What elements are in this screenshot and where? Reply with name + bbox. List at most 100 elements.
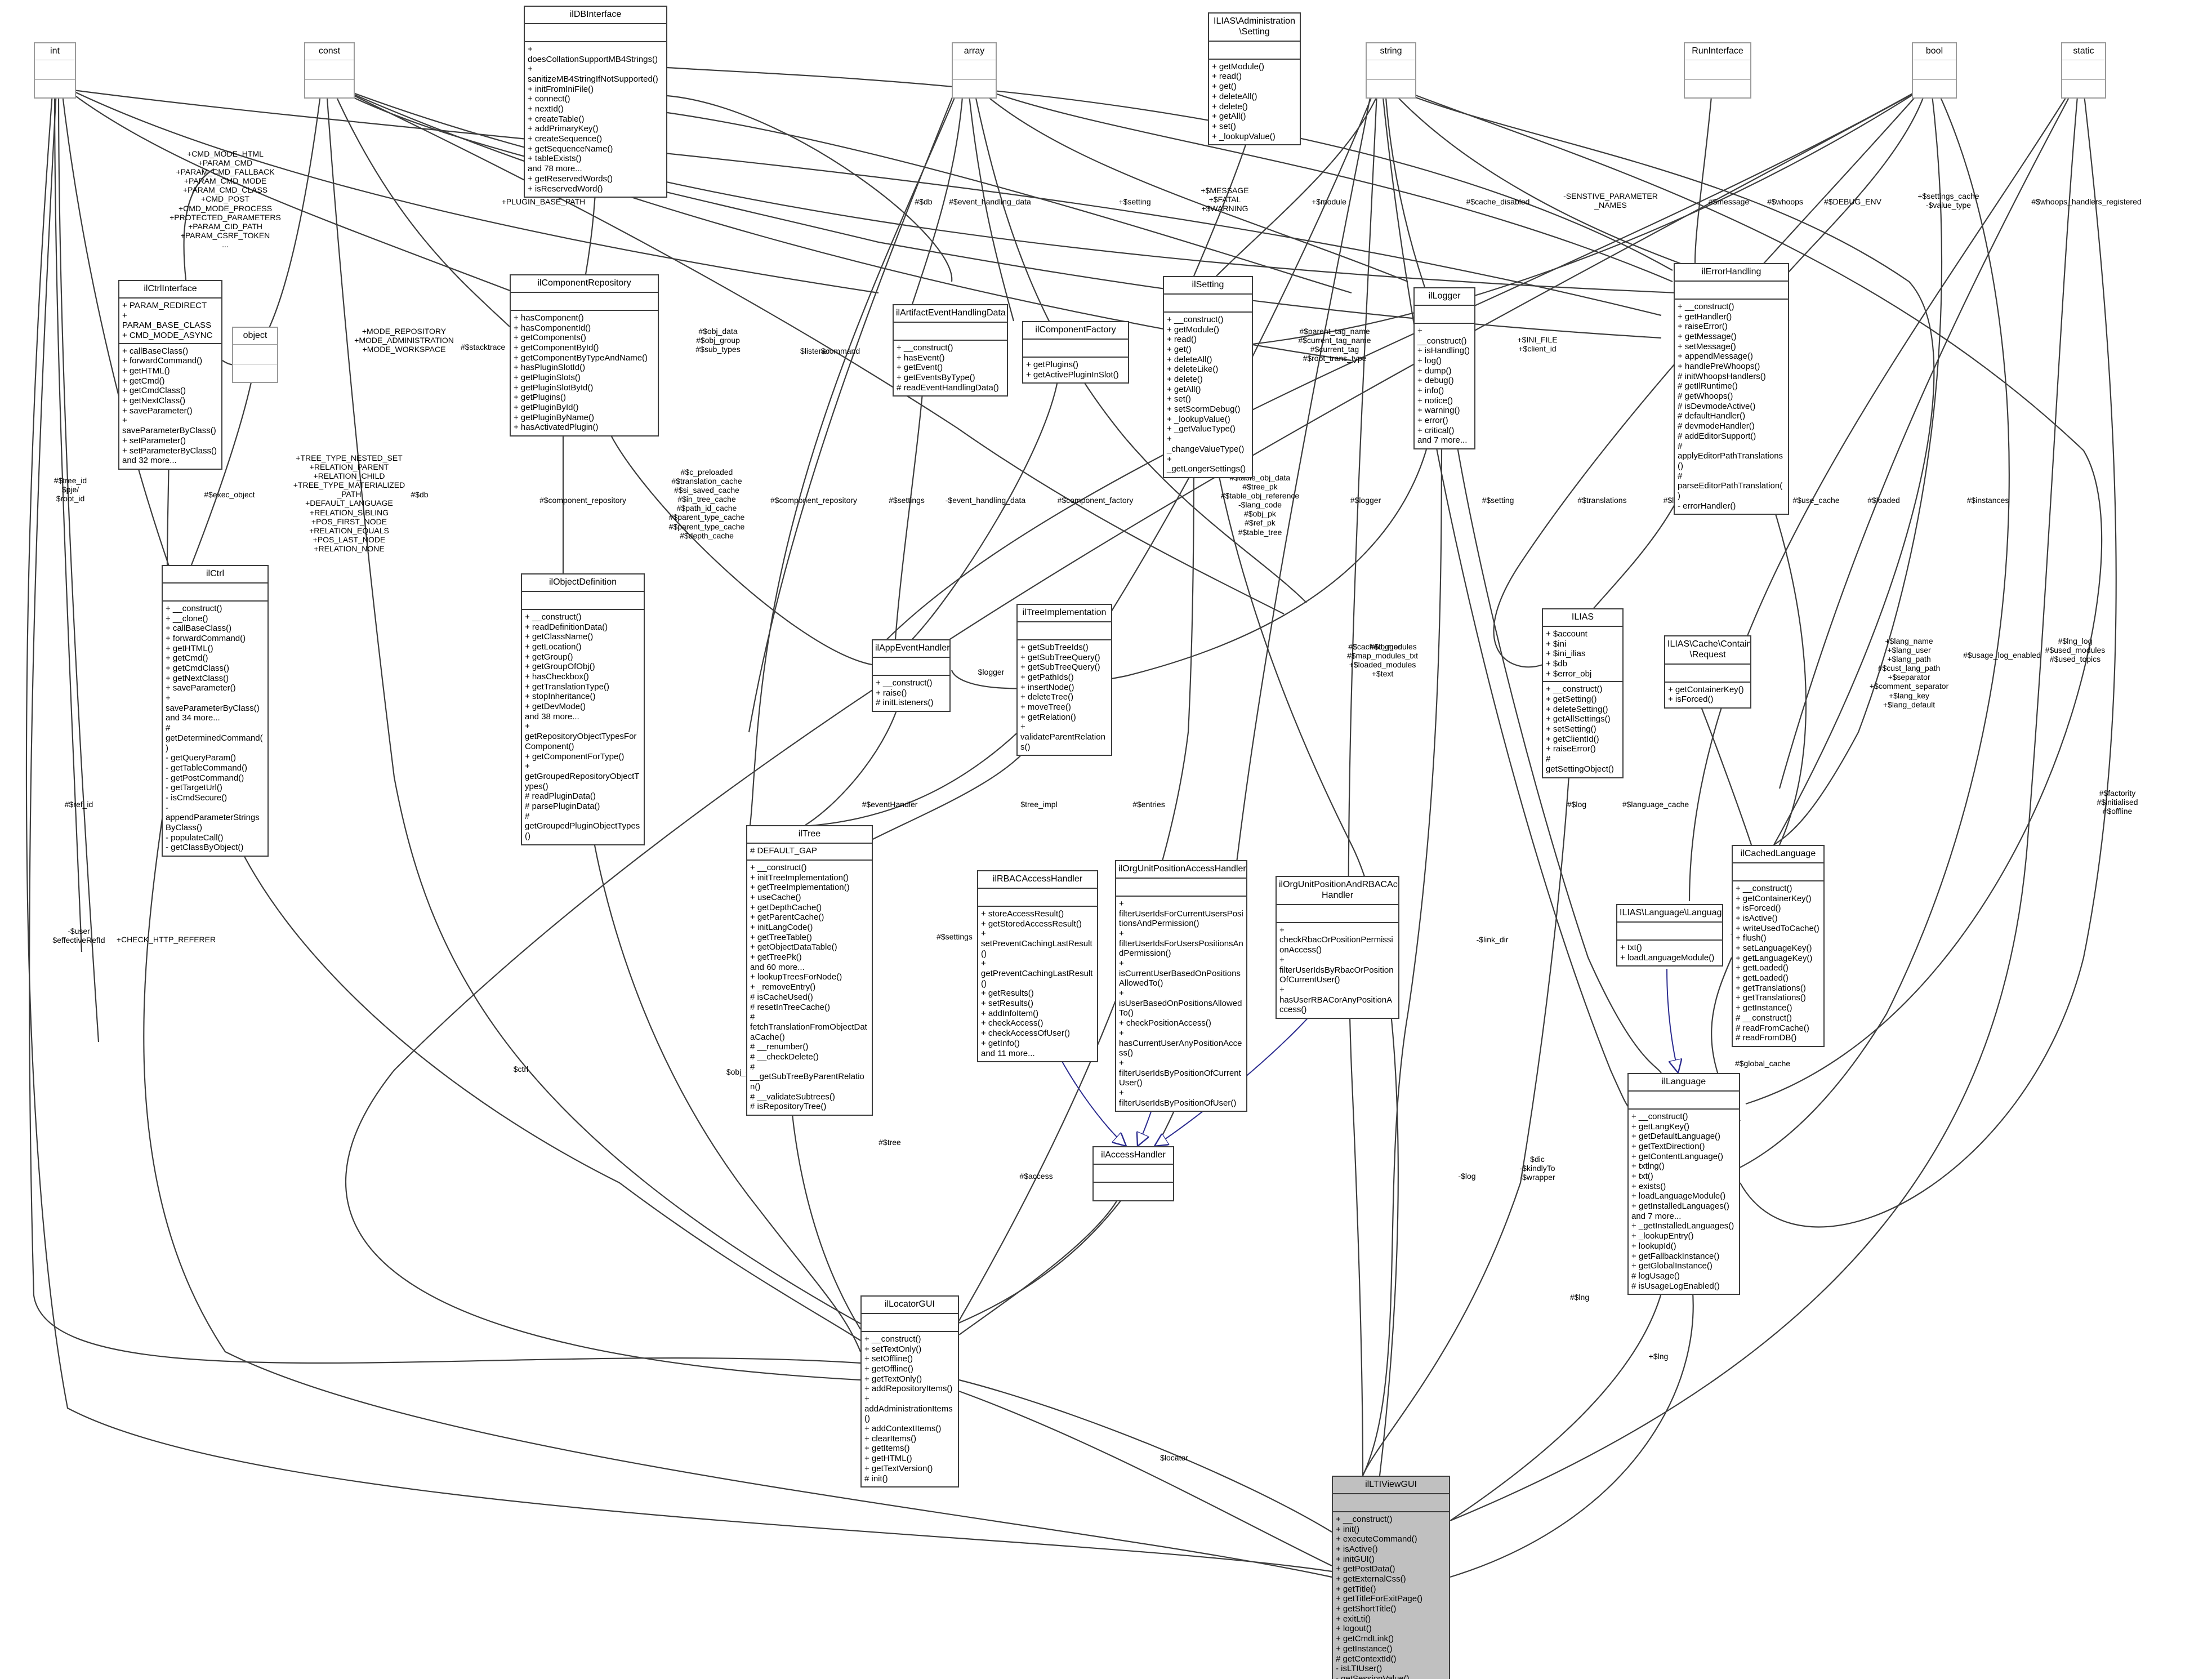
uml-class-ilCachedLanguage[interactable]: ilCachedLanguage+ __construct()+ getCont… — [1732, 845, 1825, 1047]
edge-label-event_handling_data2: -$event_handling_data — [945, 496, 1026, 505]
uml-operation-row: + initLangCode() — [750, 923, 813, 932]
uml-class-ilCtrlInterface[interactable]: ilCtrlInterface+ PARAM_REDIRECT+ PARAM_B… — [118, 280, 222, 470]
uml-operation-row: and 34 more... — [166, 713, 220, 723]
uml-operation-row: + lookupTreesForNode() — [750, 972, 842, 982]
uml-class-ILIAS_Language_Language[interactable]: ILIAS\Language\Language+ txt()+ loadLang… — [1616, 904, 1723, 967]
uml-class-ilAccessHandler[interactable]: ilAccessHandler — [1092, 1146, 1174, 1201]
uml-class-ilOrgUnitPositionAndRBACAccessHandler[interactable]: ilOrgUnitPositionAndRBACAccess Handler+ … — [1276, 876, 1399, 1019]
uml-operation-row: + filterUserIdsByRbacOrPositionOfCurrent… — [1279, 955, 1394, 985]
edge-label-global_cache_label: #$global_cache — [1734, 1059, 1791, 1068]
uml-class-RunInterface[interactable]: RunInterface — [1684, 42, 1751, 99]
uml-operation-row: + getTextVersion() — [864, 1463, 933, 1473]
uml-class-ILIAS_CacheContainerIRequest[interactable]: ILIAS\Cache\Container \Request+ getConta… — [1664, 635, 1751, 709]
uml-operation-row: + getParentCache() — [750, 912, 824, 923]
uml-class-ilLTIViewGUI[interactable]: ilLTIViewGUI+ __construct()+ init()+ exe… — [1332, 1476, 1450, 1679]
uml-class-ilTreeImplementation[interactable]: ilTreeImplementation+ getSubTreeIds()+ g… — [1016, 604, 1112, 756]
uml-operation-row: + getNextClass() — [122, 396, 186, 406]
uml-operation-row: + getObjectDataTable() — [750, 942, 837, 952]
uml-operation-row: + getDepthCache() — [750, 902, 822, 912]
uml-class-ilComponentFactory[interactable]: ilComponentFactory+ getPlugins()+ getAct… — [1022, 321, 1129, 384]
uml-class-ILIAS_Administration_Setting[interactable]: ILIAS\Administration \Setting+ getModule… — [1208, 12, 1301, 146]
uml-attributes-compartment — [1333, 1494, 1449, 1512]
uml-attributes-compartment — [1415, 306, 1474, 324]
uml-operations-compartment: + __construct()+ setTextOnly()+ setOffli… — [862, 1332, 958, 1486]
uml-operation-row: + addPrimaryKey() — [528, 124, 599, 134]
uml-class-ilObjectDefinition[interactable]: ilObjectDefinition+ __construct()+ readD… — [521, 573, 645, 845]
uml-operation-row: + __clone() — [166, 613, 208, 623]
uml-class-ilLogger[interactable]: ilLogger+ __construct()+ isHandling()+ l… — [1413, 287, 1475, 450]
uml-class-ilSetting[interactable]: ilSetting+ __construct()+ getModule()+ r… — [1163, 276, 1253, 478]
edge-label-translations_label: #$translations — [1577, 496, 1627, 505]
uml-class-title: int — [35, 43, 75, 60]
uml-operation-row: + getInfo() — [981, 1038, 1020, 1048]
uml-operation-row: + getPluginSlotById() — [514, 382, 594, 393]
uml-operation-row: + getSetting() — [1546, 694, 1597, 704]
uml-operation-row: + getComponentById() — [514, 342, 599, 353]
uml-operation-row: + setMessage() — [1678, 341, 1736, 351]
uml-class-int[interactable]: int — [34, 42, 76, 99]
uml-class-title: ilArtifactEventHandlingData — [894, 305, 1007, 323]
uml-operation-row: + deleteSetting() — [1546, 704, 1608, 714]
uml-class-ilLocatorGUI[interactable]: ilLocatorGUI+ __construct()+ setTextOnly… — [860, 1295, 959, 1488]
uml-class-ilTree[interactable]: ilTree# DEFAULT_GAP+ __construct()+ init… — [746, 825, 873, 1116]
edge-label-tree_id_pje: #$tree_id $pje/ $root_id — [53, 476, 87, 504]
uml-attribute-row: + PARAM_REDIRECT — [122, 300, 207, 310]
uml-operation-row: + getLocation() — [525, 642, 582, 652]
empty-compartment — [1736, 866, 1821, 878]
uml-attributes-compartment — [1209, 42, 1300, 60]
uml-operation-row: + delete() — [1167, 375, 1203, 384]
uml-operation-row: + isActive() — [1336, 1544, 1378, 1554]
uml-operation-row: + critical() — [1417, 425, 1455, 435]
uml-operation-row: + hasCurrentUserAnyPositionAccess() — [1119, 1028, 1242, 1058]
uml-class-array[interactable]: array — [952, 42, 997, 99]
uml-operation-row: # parseEditorPathTranslation() — [1678, 471, 1783, 501]
uml-operation-row: + hasComponent() — [514, 313, 584, 323]
uml-class-ilComponentRepository[interactable]: ilComponentRepository+ hasComponent()+ h… — [510, 274, 659, 437]
uml-class-ilRBACAccessHandler[interactable]: ilRBACAccessHandler+ storeAccessResult()… — [977, 870, 1098, 1063]
uml-operation-row: + getPathIds() — [1020, 672, 1074, 682]
uml-operation-row: + getClassName() — [525, 632, 594, 642]
uml-class-title: ilOrgUnitPositionAccessHandler — [1116, 861, 1246, 879]
uml-operation-row: + getComponentForType() — [525, 751, 625, 761]
uml-operation-row: + isForced() — [1736, 903, 1781, 914]
uml-class-const[interactable]: const — [304, 42, 355, 99]
uml-operations-compartment: + callBaseClass()+ forwardCommand()+ get… — [119, 344, 221, 469]
uml-operation-row: + deleteAll() — [1212, 91, 1257, 101]
edge-label-module_label: +$module — [1312, 197, 1346, 206]
uml-operations-compartment: + __construct()+ hasEvent()+ getEvent()+… — [894, 341, 1007, 395]
empty-compartment — [1096, 1185, 1170, 1197]
empty-compartment — [1020, 625, 1108, 637]
uml-operation-row: and 32 more... — [122, 456, 177, 466]
edge-label-component_factory: #$component_factory — [1057, 496, 1134, 505]
uml-class-ilAppEventHandler[interactable]: ilAppEventHandler+ __construct()+ raise(… — [872, 639, 951, 712]
uml-class-ilDBInterface[interactable]: ilDBInterface+ doesCollationSupportMB4St… — [524, 6, 667, 198]
uml-operations-compartment: + __construct()+ getModule()+ read()+ ge… — [1164, 313, 1252, 477]
uml-class-ilErrorHandling[interactable]: ilErrorHandling+ __construct()+ getHandl… — [1674, 263, 1789, 515]
uml-class-ilOrgUnitPositionAccessHandler[interactable]: ilOrgUnitPositionAccessHandler+ filterUs… — [1115, 860, 1247, 1112]
uml-operation-row: # getGroupedPluginObjectTypes() — [525, 811, 640, 841]
uml-operation-row: + getGroupOfObj() — [525, 662, 595, 672]
uml-operation-row: + txtlng() — [1631, 1161, 1665, 1172]
uml-operation-row: # initWhoopsHandlers() — [1678, 371, 1766, 381]
uml-class-bool[interactable]: bool — [1912, 42, 1957, 99]
uml-class-static[interactable]: static — [2061, 42, 2106, 99]
uml-operation-row: # init() — [864, 1473, 888, 1484]
edge-label-dic_label: $dic -$kindlyTo -$wrapper — [1519, 1155, 1555, 1182]
empty-compartment — [1212, 44, 1297, 56]
uml-class-string[interactable]: string — [1366, 42, 1416, 99]
edge-label-loaded_label: #$loaded — [1867, 496, 1900, 505]
edge-label-settings_label: #$settings — [889, 496, 925, 505]
uml-attributes-compartment — [525, 24, 666, 42]
empty-compartment — [1631, 1094, 1736, 1106]
uml-class-ilArtifactEventHandlingData[interactable]: ilArtifactEventHandlingData + __construct… — [893, 304, 1008, 397]
uml-operation-row: # __checkDelete() — [750, 1052, 819, 1062]
uml-class-object[interactable]: object — [232, 327, 278, 383]
uml-class-ilCtrl[interactable]: ilCtrl+ __construct()+ __clone()+ callBa… — [162, 565, 269, 857]
uml-class-ILIAS[interactable]: ILIAS+ $account+ $ini+ $ini_ilias+ $db+ … — [1542, 608, 1624, 778]
uml-operation-row: + delete() — [1212, 101, 1248, 112]
uml-operation-row: + forwardCommand() — [166, 633, 246, 643]
uml-operation-row: # getContextId() — [1336, 1654, 1397, 1664]
edge-label-tree_label: #$tree — [878, 1138, 901, 1147]
uml-class-ilLanguage[interactable]: ilLanguage+ __construct()+ getLangKey()+… — [1627, 1073, 1740, 1295]
edge-label-mode_repository: +MODE_REPOSITORY +MODE_ADMINISTRATION +M… — [354, 327, 454, 354]
